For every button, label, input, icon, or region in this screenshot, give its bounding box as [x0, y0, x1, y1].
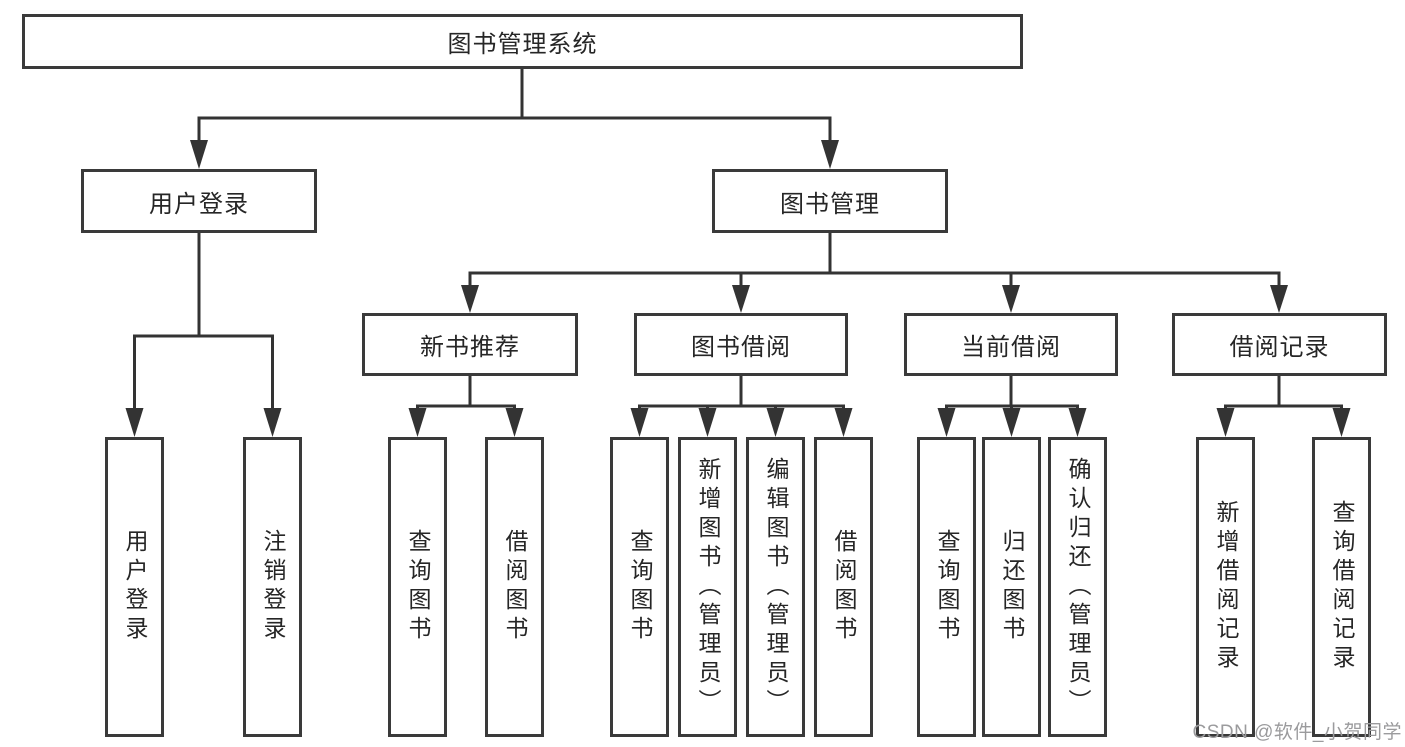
- leaf-label: 注销登录: [260, 529, 286, 645]
- arrowhead: [821, 140, 839, 169]
- arrowhead: [125, 408, 144, 437]
- arrowhead: [1216, 408, 1235, 437]
- connector-recommend-rail: [416, 404, 516, 411]
- arrowhead: [1270, 285, 1288, 313]
- arrowhead: [461, 285, 479, 313]
- arrowhead: [834, 408, 853, 437]
- connector-userlogin-rail: [133, 334, 274, 410]
- connector-level3-rail: [468, 271, 1281, 287]
- node-current-borrow: 当前借阅: [904, 313, 1118, 376]
- arrowhead: [937, 408, 956, 437]
- node-borrow-records: 借阅记录: [1172, 313, 1387, 376]
- node-label: 图书管理: [780, 190, 880, 218]
- arrowhead: [505, 408, 524, 437]
- arrowhead: [766, 408, 785, 437]
- leaf-recommend-query-book: 查询图书: [388, 437, 447, 737]
- node-label: 新书推荐: [420, 334, 520, 361]
- arrowhead: [630, 408, 649, 437]
- connector-borrow-rail: [638, 404, 845, 411]
- arrowhead: [1002, 408, 1021, 437]
- leaf-label: 查询图书: [934, 529, 960, 645]
- leaf-records-query-record: 查询借阅记录: [1312, 437, 1371, 737]
- arrowhead: [1068, 408, 1087, 437]
- leaf-label: 归还图书: [999, 529, 1025, 645]
- arrowhead: [1002, 285, 1020, 313]
- node-label: 借阅记录: [1229, 334, 1330, 361]
- connector-level2-rail: [197, 116, 832, 143]
- node-book-management: 图书管理: [712, 169, 948, 233]
- connector-records-rail: [1224, 404, 1343, 411]
- arrowhead: [263, 408, 282, 437]
- node-new-book-recommend: 新书推荐: [362, 313, 578, 376]
- leaf-current-confirm-return-admin: 确认归还（管理员）: [1048, 437, 1107, 737]
- arrowhead: [190, 140, 208, 169]
- node-label: 图书管理系统: [447, 31, 598, 58]
- leaf-current-query-book: 查询图书: [917, 437, 976, 737]
- leaf-borrow-query-book: 查询图书: [610, 437, 669, 737]
- arrowhead: [1332, 408, 1351, 437]
- leaf-label: 查询借阅记录: [1329, 500, 1355, 674]
- leaf-label: 查询图书: [627, 529, 653, 645]
- leaf-borrow-edit-book-admin: 编辑图书（管理员）: [746, 437, 805, 737]
- leaf-label: 编辑图书（管理员）: [763, 456, 789, 718]
- node-label: 用户登录: [149, 190, 249, 218]
- leaf-logout: 注销登录: [243, 437, 302, 737]
- arrowhead: [732, 285, 750, 313]
- csdn-watermark: CSDN @软件_小贺同学: [1192, 722, 1402, 743]
- leaf-label: 确认归还（管理员）: [1065, 456, 1091, 718]
- leaf-label: 用户登录: [122, 529, 148, 645]
- leaf-label: 新增借阅记录: [1213, 500, 1239, 674]
- leaf-current-return-book: 归还图书: [982, 437, 1041, 737]
- node-book-borrow: 图书借阅: [634, 313, 848, 376]
- node-library-system: 图书管理系统: [22, 14, 1023, 69]
- node-user-login: 用户登录: [81, 169, 317, 233]
- leaf-label: 借阅图书: [502, 529, 528, 645]
- leaf-label: 新增图书（管理员）: [695, 456, 721, 718]
- leaf-records-add-record: 新增借阅记录: [1196, 437, 1255, 737]
- leaf-label: 借阅图书: [831, 529, 857, 645]
- leaf-borrow-add-book-admin: 新增图书（管理员）: [678, 437, 737, 737]
- arrowhead: [408, 408, 427, 437]
- leaf-borrow-borrow-book: 借阅图书: [814, 437, 873, 737]
- node-label: 当前借阅: [961, 334, 1061, 361]
- leaf-recommend-borrow-book: 借阅图书: [485, 437, 544, 737]
- node-label: 图书借阅: [691, 334, 791, 361]
- arrowhead: [698, 408, 717, 437]
- leaf-label: 查询图书: [405, 529, 431, 645]
- connector-current-rail: [945, 404, 1079, 411]
- leaf-user-login: 用户登录: [105, 437, 164, 737]
